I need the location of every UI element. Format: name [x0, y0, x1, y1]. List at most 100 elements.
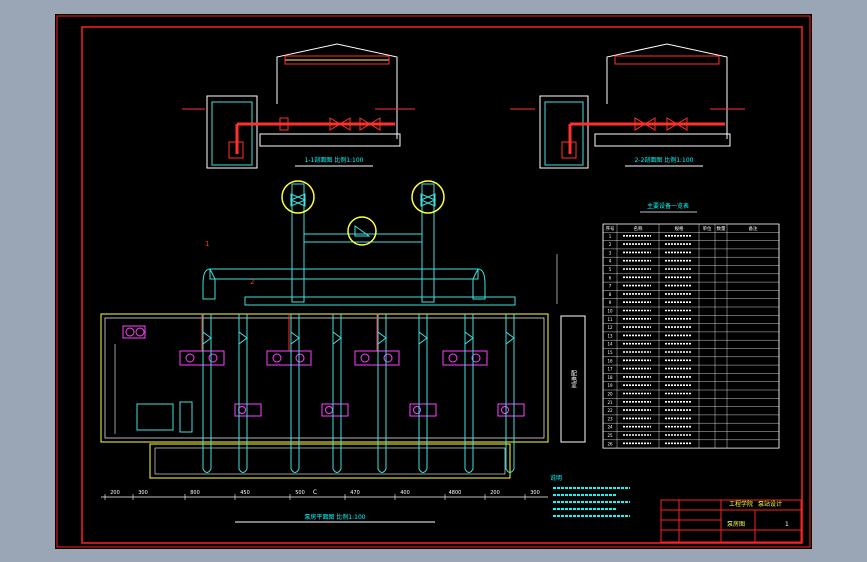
cad-drawing-sheet: 1-1剖面图 比例1:100 2-2剖面图 比例1:100	[55, 14, 812, 549]
motor-icon	[383, 353, 393, 363]
plan-wet-well	[149, 443, 511, 479]
section-2-2-caption: 2-2剖面图 比例1:100	[635, 156, 694, 164]
notes-title: 说明	[550, 474, 562, 482]
plan-caption: 泵房平面图 比例1:100	[304, 513, 365, 521]
suction-pipe	[505, 314, 515, 473]
dimension-label: 400	[400, 490, 410, 496]
table-row-index: 25	[607, 433, 613, 438]
table-row-index: 14	[607, 342, 613, 347]
dimension-label: 470	[350, 490, 360, 496]
valve-icon	[202, 331, 212, 345]
table-title: 主要设备一览表	[647, 202, 689, 210]
table-row-index: 10	[607, 309, 613, 314]
suction-pipe	[332, 314, 342, 473]
dimension-label: 200	[490, 490, 500, 496]
pump-base	[409, 403, 437, 417]
valve-icon	[418, 331, 428, 345]
motor-icon	[208, 353, 218, 363]
pump-icon	[448, 353, 458, 363]
title-school: 工程学院	[729, 500, 753, 508]
table-row-index: 16	[607, 358, 613, 363]
side-room	[560, 315, 586, 443]
dimension-label: 4800	[449, 490, 462, 496]
title-drawing-name: 泵房图	[727, 520, 745, 528]
label-c: C	[313, 489, 317, 496]
title-project: 泵站设计	[758, 500, 782, 508]
motor-icon	[122, 325, 146, 339]
valve-icon	[377, 331, 387, 345]
valve-icon	[634, 117, 688, 131]
table-header-cell: 名称	[634, 225, 643, 232]
table-row-index: 21	[607, 400, 613, 405]
motor-icon	[295, 353, 305, 363]
valve-icon	[290, 331, 300, 345]
section-1-1	[182, 43, 415, 169]
table-header-cell: 规格	[675, 225, 684, 232]
table-row-index: 12	[607, 325, 613, 330]
dimension-label: 800	[190, 490, 200, 496]
table-row-index: 26	[607, 441, 613, 446]
drawing-canvas: 1-1剖面图 比例1:100 2-2剖面图 比例1:100	[56, 15, 811, 548]
table-row-index: 17	[607, 367, 613, 372]
switch-panel	[179, 401, 193, 433]
table-header-cell: 数量	[717, 225, 726, 232]
table-row-index: 11	[607, 317, 613, 322]
suction-pipe	[202, 314, 212, 473]
control-cabinet	[136, 403, 174, 431]
pump-icon	[325, 406, 333, 414]
dimension-labels: 200 300 800 450 500 470 400 4800 200 300	[104, 490, 540, 500]
equipment-table: 序号名称规格单位数量备注1234567891011121314151617181…	[602, 223, 780, 449]
plan-building-outline	[100, 313, 549, 443]
table-header-cell: 单位	[703, 225, 712, 232]
discharge-header	[202, 183, 516, 306]
table-header-cell: 序号	[606, 225, 615, 232]
plan-marker-left: 1	[205, 240, 209, 248]
notes-lines	[553, 487, 630, 517]
plan-wet-well-inner	[154, 447, 506, 475]
table-row-index: 5	[609, 267, 612, 272]
table-row-index: 4	[609, 259, 612, 264]
plan-inner-wall	[104, 317, 545, 439]
dimension-label: 300	[138, 490, 148, 496]
pump-units	[179, 314, 525, 417]
pump-icon	[413, 406, 421, 414]
pump-icon	[360, 353, 370, 363]
inner-frame	[81, 26, 803, 544]
suction-pipe	[238, 314, 248, 473]
dimension-label: 300	[530, 490, 540, 496]
valve-icon	[289, 193, 437, 237]
plan-marker-right: 2	[250, 278, 254, 286]
table-row-index: 23	[607, 416, 613, 421]
valve-icon	[329, 117, 381, 131]
table-row-index: 19	[607, 383, 613, 388]
table-row-index: 2	[609, 242, 612, 247]
suction-pipe	[418, 314, 428, 473]
table-row-index: 15	[607, 350, 613, 355]
pump-icon	[238, 406, 246, 414]
motor-icon	[471, 353, 481, 363]
dimension-label: 450	[240, 490, 250, 496]
table-row-index: 13	[607, 333, 613, 338]
side-room-label: 配电室	[570, 370, 577, 388]
circle-highlight-icon	[281, 180, 445, 246]
suction-pipe	[377, 314, 387, 473]
table-row-index: 9	[609, 300, 612, 305]
section-1-1-caption: 1-1剖面图 比例1:100	[305, 156, 364, 164]
pump-icon	[185, 353, 195, 363]
valve-icon	[238, 331, 248, 345]
valve-icon	[332, 331, 342, 345]
table-row-index: 1	[609, 234, 612, 239]
pump-base	[497, 403, 525, 417]
outer-frame	[56, 15, 811, 548]
dimension-label: 200	[110, 490, 120, 496]
section-2-2	[510, 43, 745, 169]
dimension-label: 500	[295, 490, 305, 496]
table-row-index: 24	[607, 425, 613, 430]
title-block	[660, 499, 802, 543]
title-sheet-no: 1	[785, 521, 789, 528]
pump-icon	[501, 406, 509, 414]
valve-icon	[505, 331, 515, 345]
pump-base	[234, 403, 262, 417]
table-row-index: 8	[609, 292, 612, 297]
table-row-index: 18	[607, 375, 613, 380]
